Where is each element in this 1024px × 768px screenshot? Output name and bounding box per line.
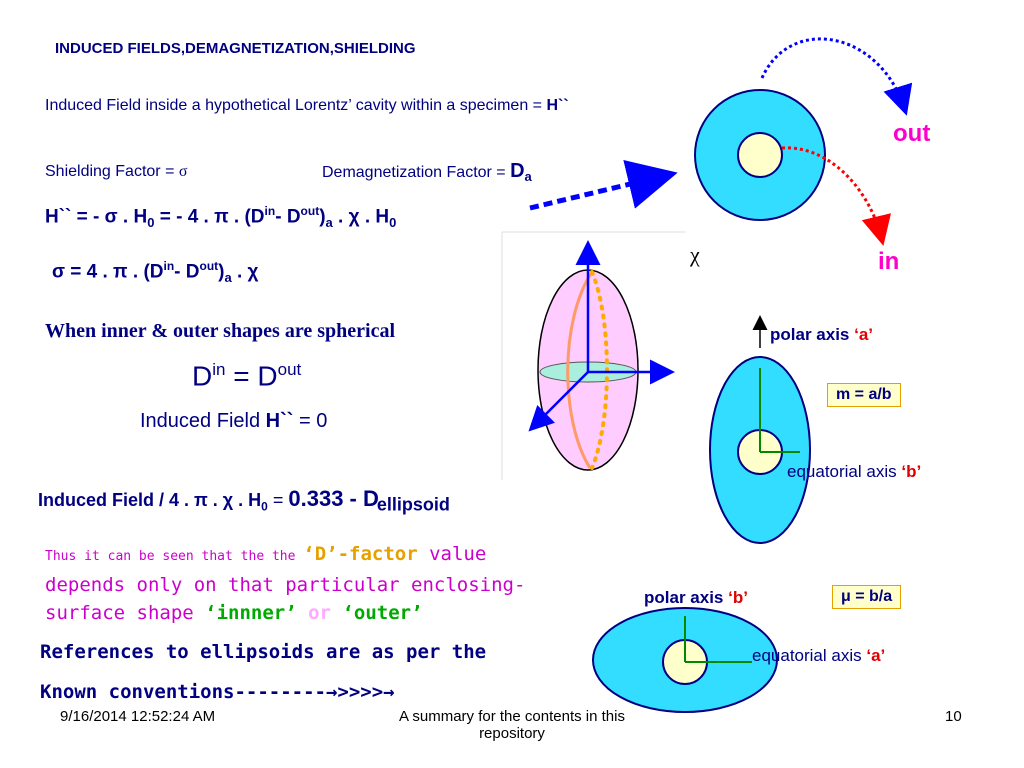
equation-sigma: σ = 4 . π . (Din- Dout)a . χ — [52, 259, 259, 286]
prolate-ellipse — [709, 356, 811, 544]
equation-pointer-arrow — [529, 159, 678, 211]
din-equals-dout: Din = Dout — [192, 360, 302, 392]
polar-axis-a-label: polar axis ‘a’ — [770, 325, 874, 344]
m-ratio-box: m = a/b — [827, 383, 901, 407]
demagnetization-factor: Demagnetization Factor = Da — [322, 160, 532, 185]
out-arrow — [760, 37, 913, 116]
slide-title: INDUCED FIELDS,DEMAGNETIZATION,SHIELDING — [55, 40, 416, 57]
oblate-ellipse — [592, 607, 778, 713]
induced-field-definition: Induced Field inside a hypothetical Lore… — [45, 97, 569, 114]
induced-field-ellipsoid: Induced Field / 4 . π . χ . H0 = 0.333 -… — [38, 486, 450, 515]
spherical-statement: When inner & outer shapes are spherical — [45, 320, 396, 342]
polar-axis-b-label: polar axis ‘b’ — [644, 588, 748, 607]
equation-h-induced: H`` = - σ . H0 = - 4 . π . (Din- Dout)a … — [45, 204, 397, 231]
induced-field-zero: Induced Field H`` = 0 — [140, 410, 328, 432]
references-note: References to ellipsoids are as per the … — [40, 641, 487, 703]
sphere-ring — [694, 89, 826, 221]
footer-summary: A summary for the contents in this repos… — [399, 708, 625, 742]
thus-statement: Thus it can be seen that the the ‘D’-fac… — [45, 543, 526, 624]
footer-page-number: 10 — [945, 708, 962, 725]
shielding-factor: Shielding Factor = σ — [45, 163, 188, 180]
equatorial-axis-a-label: equatorial axis ‘a’ — [752, 646, 886, 665]
mu-ratio-box: μ = b/a — [832, 585, 902, 609]
in-label: in — [878, 248, 900, 275]
out-label: out — [893, 120, 931, 147]
footer-date: 9/16/2014 12:52:24 AM — [60, 708, 216, 725]
chi-symbol: χ — [690, 242, 700, 267]
ellipsoid-3d — [528, 240, 675, 471]
equatorial-axis-b-label: equatorial axis ‘b’ — [787, 462, 922, 481]
